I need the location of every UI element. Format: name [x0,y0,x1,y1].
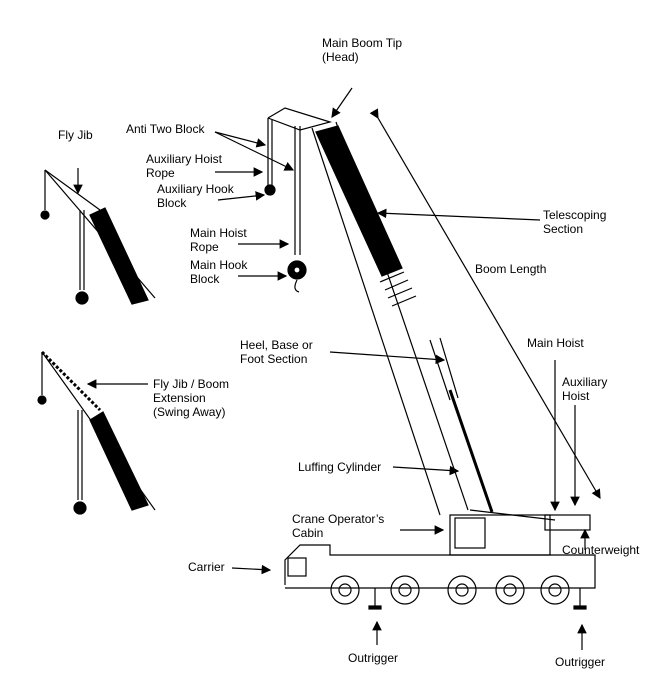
label-boom-length: Boom Length [475,262,547,276]
label-outrigger-right: Outrigger [555,655,606,669]
label-aux-hoist-rope: Auxiliary Hoist Rope [146,152,223,180]
label-anti-two-block: Anti Two Block [126,122,205,136]
label-main-hook-block: Main Hook Block [190,258,248,286]
label-carrier: Carrier [188,560,225,574]
label-luffing-cylinder: Luffing Cylinder [298,460,382,474]
fly-jib-extension-figure [37,350,156,515]
label-telescoping-section: Telescoping Section [543,208,607,236]
label-main-hoist: Main Hoist [527,336,584,350]
label-cabin: Crane Operator’s Cabin [292,512,385,540]
boom-length-line [369,108,601,500]
carrier-truck [284,514,596,610]
luffing-cylinder [448,389,494,513]
label-counterweight: Counterweight [562,543,640,557]
label-fly-jib: Fly Jib [58,128,93,142]
label-outrigger-left: Outrigger [348,651,399,665]
label-main-hoist-rope: Main Hoist Rope [190,226,247,254]
boom-head [264,107,333,293]
fly-jib-figure [40,169,156,305]
label-fly-jib-extension: Fly Jib / Boom Extension (Swing Away) [153,377,230,419]
label-aux-hook-block: Auxiliary Hook Block [157,182,234,210]
pointer-arrows [73,87,590,650]
label-main-boom-tip: Main Boom Tip (Head) [322,36,403,64]
label-aux-hoist: Auxiliary Hoist [562,375,608,403]
label-heel-section: Heel, Base or Foot Section [240,338,313,366]
